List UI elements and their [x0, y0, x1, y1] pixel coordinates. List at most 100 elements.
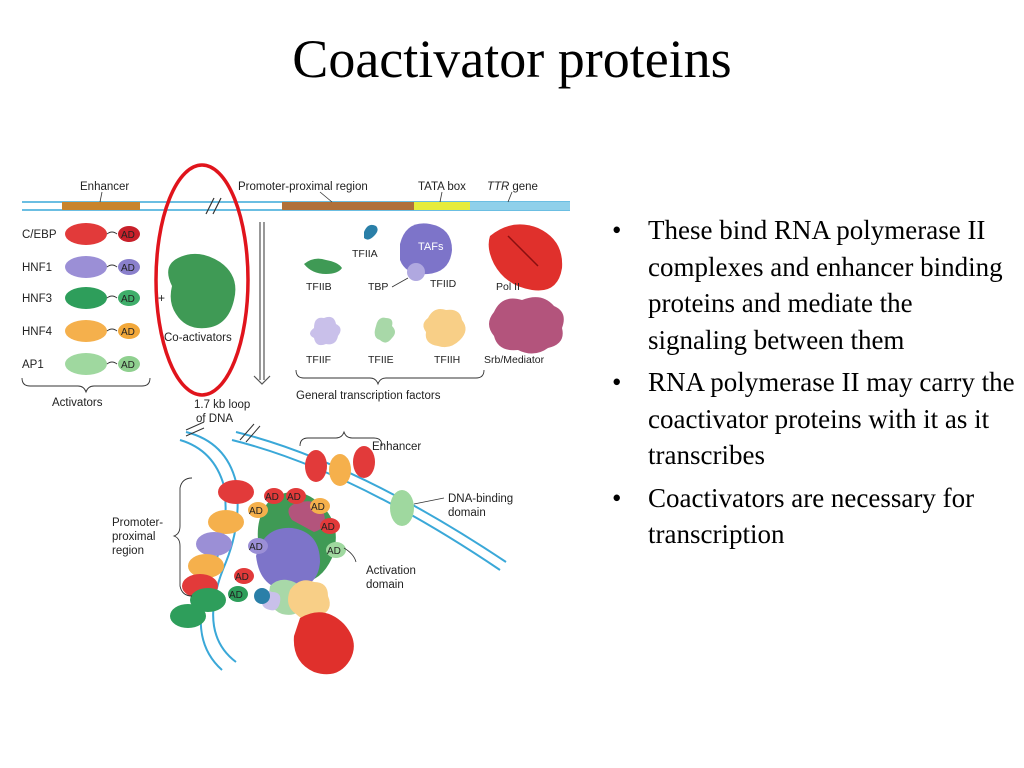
tfiih-label: TFIIH: [434, 354, 460, 366]
ad-label: AD: [235, 572, 249, 583]
ad-label: AD: [121, 294, 135, 305]
activator: [353, 446, 375, 478]
pol2-bound: [293, 612, 354, 675]
srb-mediator-shape: [489, 297, 564, 354]
coactivator-shape: [168, 253, 236, 329]
promoter-proximal-label: Promoter-proximal region: [238, 181, 368, 193]
promoter-label: proximal: [112, 531, 155, 543]
activation-domain-label: domain: [366, 579, 404, 591]
activator-name-hnf3: HNF3: [22, 293, 52, 305]
ad-label: AD: [249, 542, 263, 553]
coactivator-figure: Enhancer Promoter-proximal region TATA b…: [21, 163, 570, 675]
coactivators-group: + Co-activators: [154, 163, 250, 397]
enhancer-label: Enhancer: [80, 181, 129, 193]
activators-group: C/EBP AD HNF1 AD HNF3 AD HNF4 AD AP1 AD …: [21, 223, 151, 409]
activator-name-hnf4: HNF4: [22, 326, 53, 338]
ad-domain: [326, 542, 346, 558]
activator: [218, 480, 254, 504]
tfiib-shape: [304, 258, 342, 274]
promoter-label: Promoter-: [112, 517, 163, 529]
ad-label: AD: [121, 263, 135, 274]
slide-title: Coactivator proteins: [292, 29, 732, 89]
tfiia-label: TFIIA: [352, 248, 378, 260]
activator-name-cebp: C/EBP: [22, 229, 57, 241]
dna-binding-label: domain: [448, 507, 486, 519]
dna-loop: [235, 431, 507, 563]
bullet-item: Coactivators are necessary for transcrip…: [608, 480, 1018, 553]
bullet-item: These bind RNA polymerase II complexes a…: [608, 212, 1018, 358]
activator-cebp: [65, 223, 107, 245]
ad-label: AD: [327, 546, 341, 557]
activator: [390, 490, 414, 526]
ad-domain: [264, 488, 284, 504]
dna-binding-label: DNA-binding: [448, 493, 513, 505]
ad-domain: [310, 498, 330, 514]
ad-domain: [228, 586, 248, 602]
tfiid-label: TFIID: [430, 278, 457, 290]
bullet-item: RNA polymerase II may carry the coactiva…: [608, 364, 1018, 474]
ad-domain: [286, 488, 306, 504]
tfiib-label: TFIIB: [306, 281, 332, 293]
ad-label: AD: [229, 590, 243, 601]
tafs-bound: [256, 527, 320, 590]
pol2-label: Pol II: [496, 281, 520, 293]
activator: [170, 604, 206, 628]
down-arrow: [253, 222, 271, 385]
activator: [190, 588, 226, 612]
gene-segment: [470, 202, 570, 210]
activator: [196, 532, 232, 556]
gtf-bracket: [295, 369, 485, 386]
activator-hnf1: [65, 256, 107, 278]
pol2-shape: [488, 224, 563, 291]
tafs-shape: [400, 223, 452, 275]
tbp-bound: [254, 588, 270, 604]
loop-label: of DNA: [196, 413, 233, 425]
coactivators-label: Co-activators: [164, 332, 232, 344]
enhancer-segment: [62, 202, 140, 210]
srb-mediator-label: Srb/Mediator: [484, 354, 545, 366]
enhancer-label-bottom: Enhancer: [372, 441, 421, 453]
ad-label: AD: [249, 506, 263, 517]
promoter-label: region: [112, 545, 144, 557]
activator: [188, 554, 224, 578]
tfiie-shape: [374, 317, 395, 343]
tfiie-label: TFIIE: [368, 354, 394, 366]
ad-domain: [248, 502, 268, 518]
ad-label: AD: [121, 360, 135, 371]
ad-domain: [234, 568, 254, 584]
tfiif-label: TFIIF: [306, 354, 331, 366]
ad-domain: [118, 290, 140, 306]
tfiih-bound: [288, 580, 330, 620]
activators-bracket: [21, 377, 151, 394]
tafs-label: TAFs: [418, 241, 444, 253]
ad-label: AD: [287, 492, 301, 503]
tata-box-label: TATA box: [418, 181, 466, 193]
assembled-complex: 1.7 kb loop of DNA Enhancer DNA-binding …: [112, 399, 513, 675]
loop-label: 1.7 kb loop: [194, 399, 250, 411]
ad-domain: [118, 226, 140, 242]
tbp-label: TBP: [368, 281, 388, 293]
plus-sign: +: [158, 291, 165, 305]
activator: [329, 454, 351, 486]
ad-domain: [118, 323, 140, 339]
gtf-label: General transcription factors: [296, 390, 441, 402]
ad-domain: [118, 259, 140, 275]
highlight-ring: [154, 163, 250, 397]
ad-label: AD: [311, 502, 325, 513]
activator: [305, 450, 327, 482]
tata-box-segment: [414, 202, 470, 210]
tfiih-shape: [423, 309, 466, 348]
ad-domain: [320, 518, 340, 534]
activator-name-hnf1: HNF1: [22, 262, 52, 274]
bullet-list: These bind RNA polymerase II complexes a…: [608, 212, 1018, 559]
ad-label: AD: [265, 492, 279, 503]
activator-ap1: [65, 353, 107, 375]
activator-name-ap1: AP1: [22, 359, 44, 371]
tfiif-shape: [310, 316, 341, 346]
ad-label: AD: [121, 327, 135, 338]
activator-hnf4: [65, 320, 107, 342]
ad-domain: [118, 356, 140, 372]
promoter-proximal-segment: [282, 202, 414, 210]
tbp-shape: [407, 263, 425, 281]
